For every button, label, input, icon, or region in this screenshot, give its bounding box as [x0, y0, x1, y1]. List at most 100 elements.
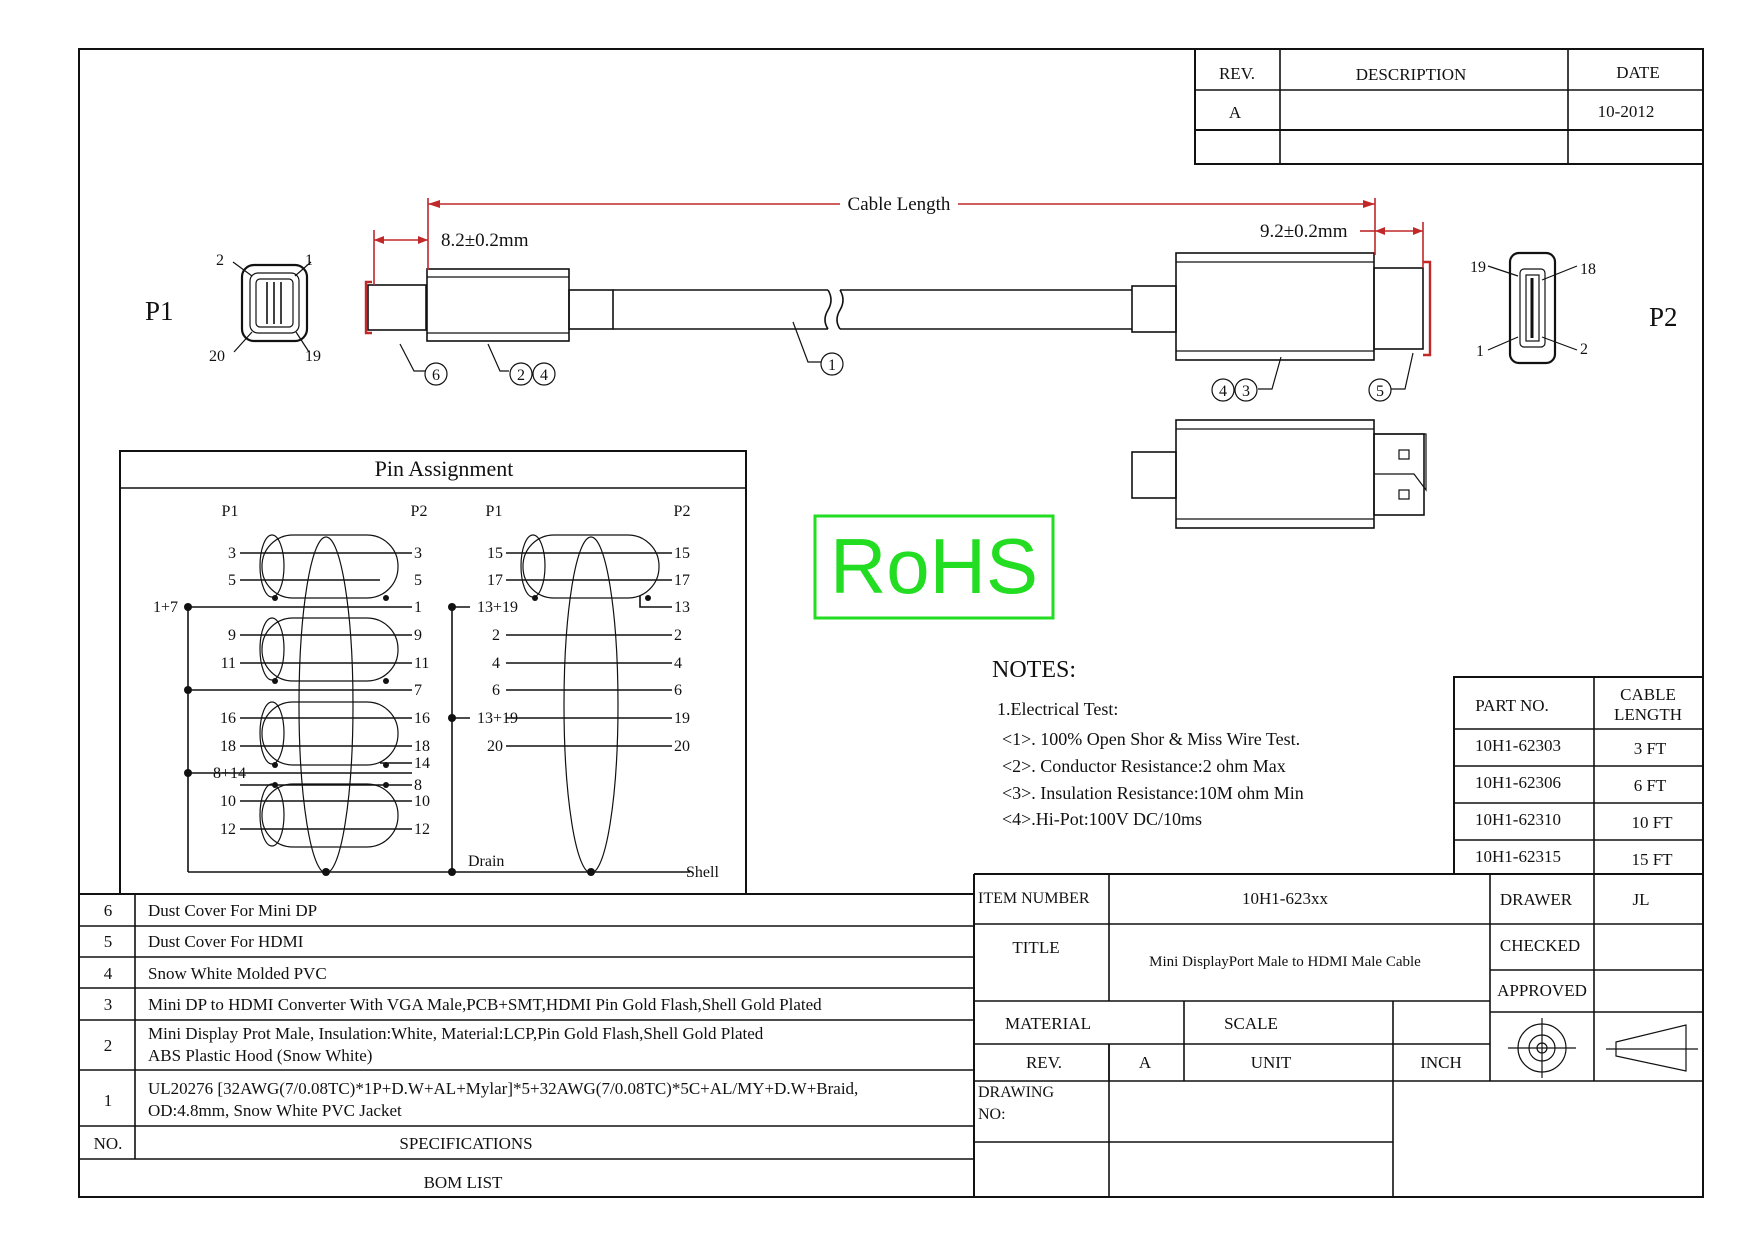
p2-pin-18: 18 — [1580, 261, 1596, 278]
bom-item-spec: UL20276 [32AWG(7/0.08TC)*1P+D.W+AL+Mylar… — [148, 1079, 858, 1098]
right-p2-pin: 15 — [674, 545, 690, 562]
callout-1: 1 — [792, 321, 844, 376]
callout-6: 6 — [399, 343, 448, 386]
right-p1-pin: 6 — [492, 682, 500, 699]
unit-value: INCH — [1420, 1053, 1462, 1072]
right-p2-pin: 17 — [674, 572, 690, 589]
rev-header: REV. — [1219, 64, 1255, 83]
bom-item-spec: Dust Cover For Mini DP — [148, 901, 317, 920]
left-p2-pin: 10 — [414, 793, 430, 810]
svg-text:3: 3 — [1242, 383, 1250, 400]
cable-length-label: Cable Length — [848, 194, 951, 215]
title-value: Mini DisplayPort Male to HDMI Male Cable — [1149, 954, 1421, 970]
part-number: 10H1-62303 — [1475, 736, 1561, 755]
pin-assignment: Pin Assignment P1 P2 P1 P2 — [119, 450, 747, 895]
projection-symbol — [1508, 1018, 1698, 1078]
svg-text:6: 6 — [432, 367, 440, 384]
note-line: <2>. Conductor Resistance:2 ohm Max — [1002, 756, 1286, 776]
p2-pin-1: 1 — [1476, 343, 1484, 360]
right-p1-header: P1 — [486, 503, 503, 520]
note-line: <3>. Insulation Resistance:10M ohm Min — [1002, 783, 1304, 803]
p1-connector-face: 2 1 20 19 — [209, 252, 321, 365]
p1-pin-1: 1 — [305, 252, 313, 269]
bom-item-spec: Dust Cover For HDMI — [148, 932, 304, 951]
callout-5: 5 — [1368, 352, 1414, 402]
right-p2-pin: 20 — [674, 738, 690, 755]
length-header: LENGTH — [1614, 705, 1682, 724]
p2-pin-2: 2 — [1580, 341, 1588, 358]
callout-4-3: 4 3 — [1211, 356, 1282, 402]
checked-label: CHECKED — [1500, 936, 1580, 955]
pin-assignment-title: Pin Assignment — [375, 456, 514, 481]
right-p2-pin: 19 — [674, 710, 690, 727]
bom-item-no: 3 — [104, 995, 113, 1014]
right-p1-pin: 15 — [487, 545, 503, 562]
left-p2-header: P2 — [411, 503, 428, 520]
rev-value: A — [1139, 1053, 1152, 1072]
cable-length: 3 FT — [1634, 739, 1667, 758]
right-p2-pin: 2 — [674, 627, 682, 644]
material-label: MATERIAL — [1005, 1014, 1091, 1033]
right-p1-pin: 13+19 — [477, 710, 518, 727]
notes: NOTES: 1.Electrical Test: <1>. 100% Open… — [992, 657, 1304, 829]
bom-item-spec: OD:4.8mm, Snow White PVC Jacket — [148, 1101, 402, 1120]
left-p1-pin: 16 — [220, 710, 236, 727]
svg-text:5: 5 — [1376, 383, 1384, 400]
bom-item-no: 5 — [104, 932, 113, 951]
dim-right: 9.2±0.2mm — [1260, 221, 1348, 242]
part-number: 10H1-62310 — [1475, 810, 1561, 829]
bom-item-spec: Mini Display Prot Male, Insulation:White… — [148, 1024, 764, 1043]
part-no-header: PART NO. — [1475, 696, 1549, 715]
left-p2-pin: 8 — [414, 777, 422, 794]
p2-label: P2 — [1649, 302, 1678, 332]
left-p1-pin: 3 — [228, 545, 236, 562]
cable-length: 6 FT — [1634, 776, 1667, 795]
notes-title: NOTES: — [992, 657, 1076, 683]
p1-label: P1 — [145, 296, 174, 326]
drawer-value: JL — [1633, 890, 1650, 909]
drawing-no-label: NO: — [978, 1106, 1006, 1123]
left-p1-header: P1 — [222, 503, 239, 520]
cable-length: 10 FT — [1631, 813, 1673, 832]
left-p1-pin: 11 — [221, 655, 236, 672]
bom-list-title: BOM LIST — [424, 1173, 503, 1192]
right-p1-pin: 13+19 — [477, 599, 518, 616]
bom-no-header: NO. — [94, 1134, 123, 1153]
title-label: TITLE — [1012, 938, 1059, 957]
right-p1-pin: 4 — [492, 655, 500, 672]
rohs-mark: RoHS — [813, 514, 1055, 620]
item-number-label: ITEM NUMBER — [978, 890, 1090, 907]
left-p1-pin: 18 — [220, 738, 236, 755]
p1-pin-20: 20 — [209, 348, 225, 365]
bom-item-spec: Mini DP to HDMI Converter With VGA Male,… — [148, 995, 822, 1014]
left-p1-pin: 9 — [228, 627, 236, 644]
dim-left: 8.2±0.2mm — [441, 230, 529, 251]
right-p2-header: P2 — [674, 503, 691, 520]
bom-item-no: 1 — [104, 1091, 113, 1110]
note-line: <1>. 100% Open Shor & Miss Wire Test. — [1002, 729, 1300, 749]
bom-item-no: 2 — [104, 1036, 113, 1055]
svg-text:2: 2 — [517, 367, 525, 384]
right-p2-pin: 6 — [674, 682, 682, 699]
left-p2-pin: 3 — [414, 545, 422, 562]
cable-header: CABLE — [1620, 685, 1676, 704]
title-block: ITEM NUMBER 10H1-623xx TITLE Mini Displa… — [974, 873, 1703, 1197]
date-value: 10-2012 — [1598, 102, 1655, 121]
sheet-border — [78, 48, 1704, 1198]
bom-item-no: 6 — [104, 901, 113, 920]
left-p2-pin: 7 — [414, 682, 422, 699]
left-p2-pin: 11 — [414, 655, 429, 672]
drawer-label: DRAWER — [1500, 890, 1573, 909]
part-number: 10H1-62315 — [1475, 847, 1561, 866]
bom-spec-header: SPECIFICATIONS — [399, 1134, 532, 1153]
rev-label: REV. — [1026, 1053, 1062, 1072]
scale-label: SCALE — [1224, 1014, 1278, 1033]
shell-label: Shell — [686, 864, 719, 881]
drawing-no-label: DRAWING — [978, 1084, 1054, 1101]
item-number-value: 10H1-623xx — [1242, 889, 1328, 908]
left-p1-pin: 1+7 — [153, 599, 178, 616]
left-p1-pin: 5 — [228, 572, 236, 589]
p1-pin-2: 2 — [216, 252, 224, 269]
left-p2-pin: 9 — [414, 627, 422, 644]
left-p2-pin: 5 — [414, 572, 422, 589]
